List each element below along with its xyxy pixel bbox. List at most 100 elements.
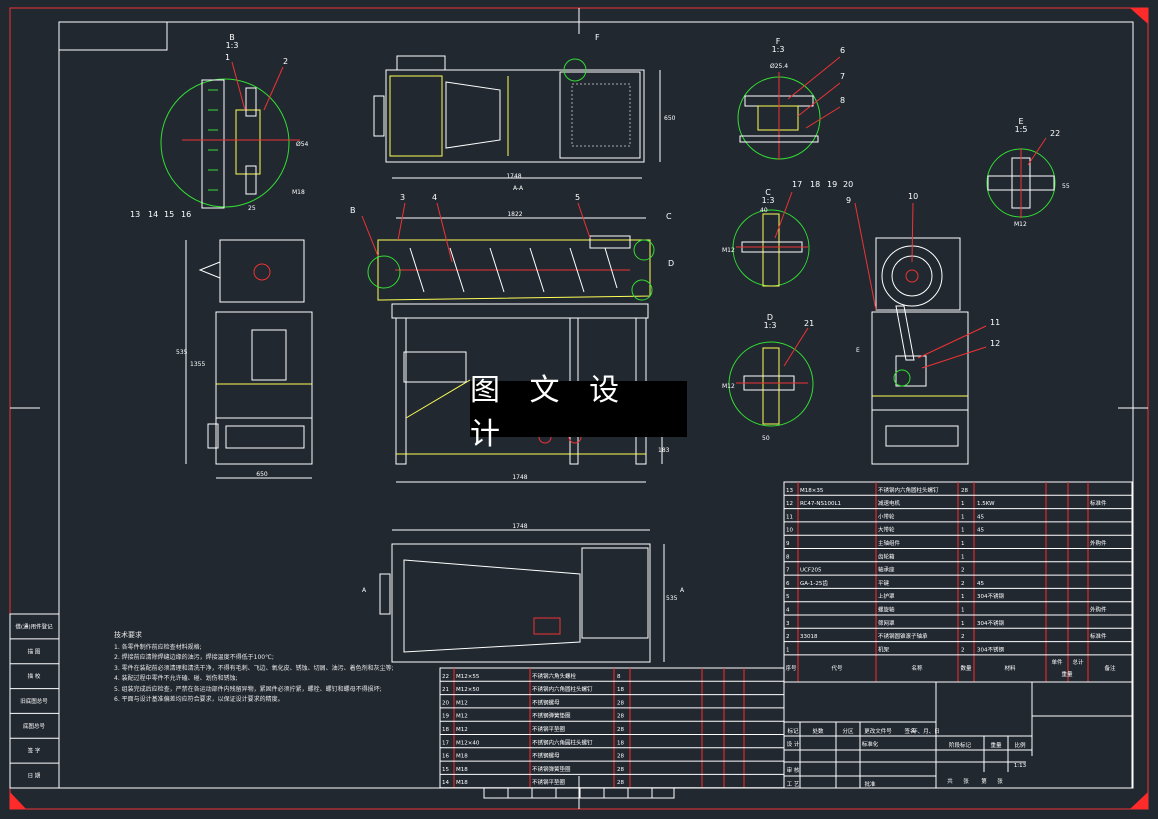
sidebar-grid [9, 613, 60, 789]
sidebar-label: 日 期 [28, 773, 41, 780]
bom-left-cell-qty: 28 [617, 700, 624, 706]
bom-cell-name: 上护罩 [878, 592, 895, 600]
sidebar-label: 旧底图总号 [20, 697, 48, 705]
callout-3: 3 [400, 193, 405, 202]
bom-cell-code: GA-1-25齿 [800, 580, 828, 587]
callout-6: 6 [840, 46, 845, 55]
bom-cell-no: 6 [786, 581, 790, 587]
detail-E [986, 137, 1056, 218]
bom-cell-name: 筛网罩 [878, 619, 895, 627]
bom-left-cell-no: 21 [442, 687, 449, 693]
detail-C [732, 191, 810, 287]
dim-side-535: 535 [176, 349, 188, 356]
bom-cell-qty: 28 [961, 488, 968, 494]
bom-left-cell-no: 14 [442, 780, 449, 786]
dim-side-650: 650 [256, 471, 268, 478]
dim-side-1355: 1355 [190, 361, 205, 368]
bom-left-cell-code: M18 [456, 767, 468, 773]
detail-D [728, 327, 814, 427]
bom-cell-note: 外购件 [1090, 606, 1107, 614]
bom-cell-name: 平键 [878, 579, 890, 587]
right-view [854, 202, 987, 465]
code-box [58, 21, 168, 51]
callout-19: 19 [827, 180, 837, 189]
view-label-E: E [1018, 117, 1023, 126]
bom-header-name: 名称 [911, 664, 923, 672]
dim-C-1: 40 [760, 207, 768, 214]
bom-right-grid [783, 481, 1133, 683]
callout-13: 13 [130, 210, 140, 219]
callout-11: 11 [990, 318, 1000, 327]
bom-cell-note: 标准件 [1090, 499, 1107, 507]
plan-view [379, 529, 665, 663]
bom-cell-material: 304不锈钢 [977, 592, 1004, 600]
view-scale-F: 1:3 [772, 45, 785, 54]
title-block-scale: 比例 [1014, 741, 1026, 749]
sidebar-label: 签 字 [28, 747, 41, 755]
dim-plan-1748: 1748 [512, 523, 527, 530]
dim-top-length: 1748 [506, 173, 521, 180]
callout-9: 9 [846, 196, 851, 205]
notes-title: 技术要求 [114, 631, 142, 639]
dim-F-1: Ø25.4 [770, 63, 788, 70]
bom-header-material: 材料 [1004, 664, 1016, 672]
bom-left-cell-name: 不锈钢弹簧垫圈 [532, 765, 571, 773]
detail-F [737, 56, 841, 160]
side-view [185, 239, 313, 479]
bom-cell-qty: 2 [961, 581, 965, 587]
bom-left-grid [439, 667, 785, 789]
bom-cell-qty: 1 [961, 554, 965, 560]
bom-cell-no: 4 [786, 608, 790, 614]
view-scale-C: 1:3 [762, 196, 775, 205]
bom-left-cell-no: 15 [442, 767, 449, 773]
corner-mark [10, 792, 26, 809]
bom-left-cell-no: 17 [442, 740, 449, 746]
section-A-left: A [362, 587, 367, 594]
callout-2: 2 [283, 57, 288, 66]
bom-header-single: 单件 [1051, 658, 1063, 666]
bom-left-cell-no: 18 [442, 727, 449, 733]
sidebar-label: 底图总号 [23, 722, 46, 730]
callout-16: 16 [181, 210, 191, 219]
detail-B [160, 61, 300, 209]
bom-left-cell-code: M18 [456, 754, 468, 760]
sidebar-label: 描 校 [28, 672, 41, 680]
callout-E: E [856, 347, 860, 354]
bom-left-cell-no: 20 [442, 700, 449, 706]
title-block-cell: 处数 [812, 727, 824, 735]
dim-E-2: M12 [1014, 221, 1027, 228]
bom-cell-no: 11 [786, 514, 793, 520]
bom-cell-no: 1 [786, 647, 790, 653]
note-item: 5. 组装完成后应检查，严禁在各运动部件内残留异物，紧固件必须拧紧，螺栓、螺钉和… [114, 685, 382, 693]
bom-cell-material: 304不锈钢 [977, 619, 1004, 627]
bom-header-code: 代号 [831, 664, 843, 672]
view-scale-B: 1:3 [226, 41, 239, 50]
bom-left-cell-qty: 18 [617, 687, 624, 693]
callout-7: 7 [840, 72, 845, 81]
dim-C-2: M12 [722, 247, 735, 254]
bottom-strip [483, 787, 675, 799]
bom-left-cell-no: 19 [442, 714, 449, 720]
bom-cell-name: 不锈钢内六角圆柱头螺钉 [878, 486, 939, 494]
bom-cell-name: 不锈钢圆锥滚子轴承 [878, 632, 928, 640]
title-block-sheets: 共 [947, 777, 953, 785]
note-item: 2. 焊接前应清除焊缝边缘的油污，焊接温度不得低于100℃; [114, 654, 274, 661]
corner-mark [1130, 792, 1148, 809]
callout-17: 17 [792, 180, 802, 189]
bom-left-cell-code: M12 [456, 714, 468, 720]
bom-cell-material: 45 [977, 581, 984, 587]
bom-cell-note: 标准件 [1090, 632, 1107, 640]
callout-10: 10 [908, 192, 918, 201]
callout-D: D [668, 259, 674, 268]
bom-cell-name: 大带轮 [878, 526, 895, 534]
technical-notes: 技术要求 1. 各零件制作前应检查材料规格; 2. 焊接前应清除焊缝边缘的油污，… [114, 630, 414, 706]
bom-cell-no: 5 [786, 594, 790, 600]
view-label-F2: F [776, 37, 781, 46]
callout-5: 5 [575, 193, 580, 202]
bom-left-cell-name: 不锈钢螺母 [532, 698, 560, 706]
bom-cell-code: 33018 [800, 634, 818, 640]
title-block-cell: 分区 [842, 727, 854, 735]
bom-left-cell-code: M18 [456, 780, 468, 786]
bom-left-cell-code: M12 [456, 700, 468, 706]
bom-header-total: 总计 [1072, 658, 1084, 666]
